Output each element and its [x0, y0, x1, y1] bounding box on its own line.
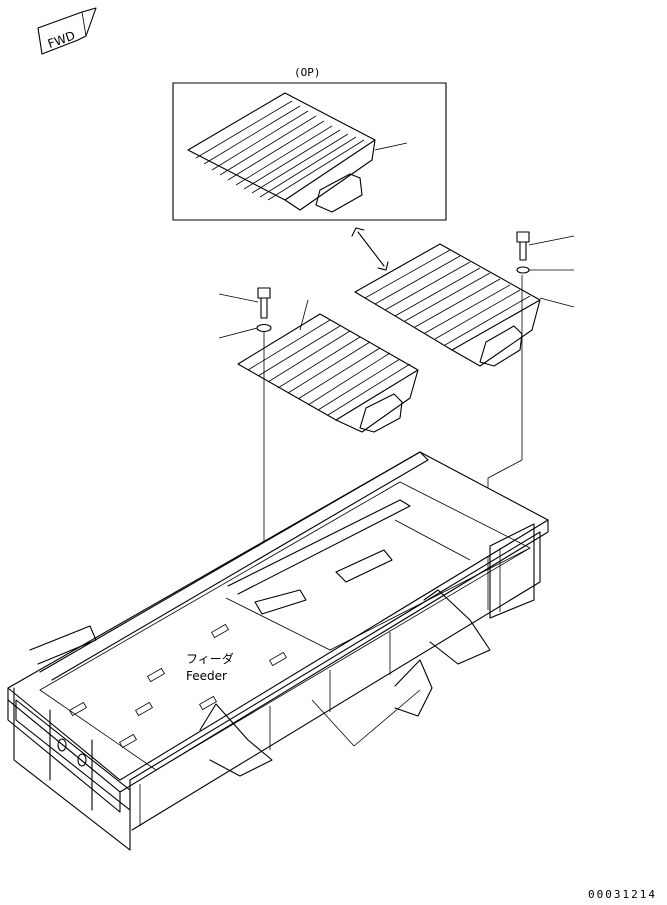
- right-bolt: [516, 231, 575, 308]
- feeder-label-jp: フィーダ: [186, 651, 234, 666]
- right-washer: [516, 266, 530, 274]
- feeder-frame: [7, 451, 549, 851]
- option-grate: [187, 92, 408, 213]
- fwd-arrow-icon: FWD: [37, 7, 97, 55]
- fwd-label: FWD: [46, 28, 77, 51]
- figure-number: 00031214: [588, 888, 657, 901]
- option-label: (OP): [294, 66, 321, 79]
- left-washer: [256, 323, 272, 333]
- feeder-label-en: Feeder: [186, 669, 227, 683]
- left-bolt: [218, 287, 272, 339]
- option-box: [172, 82, 447, 221]
- right-grate: [354, 243, 541, 367]
- left-grate: [237, 299, 419, 433]
- swap-arrow-icon: [351, 227, 389, 271]
